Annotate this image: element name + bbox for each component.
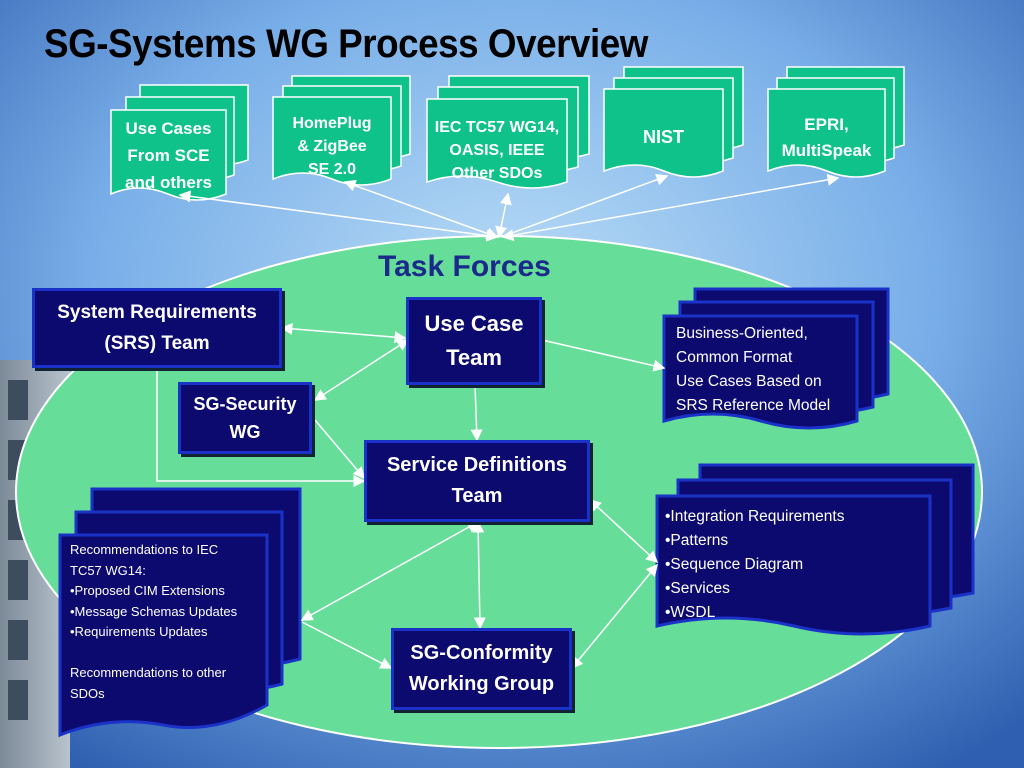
sdo-doc-stack-nist (603, 66, 744, 178)
doc-stack-integration (655, 463, 975, 636)
sdo-doc-stack-epri (767, 66, 905, 178)
business-doc-text: Business-Oriented, Common Format Use Cas… (676, 325, 831, 414)
sdo-label-nist: NIST (642, 127, 684, 147)
srs-team-box: System Requirements (SRS) Team (32, 288, 282, 368)
recommendations-doc-text: Recommendations to IEC TC57 WG14: •Propo… (70, 542, 238, 701)
doc-stack-recommendations (58, 487, 302, 738)
sg-security-box: SG-Security WG (178, 382, 312, 454)
task-forces-label: Task Forces (378, 250, 551, 283)
sdo-doc-stack-iec (426, 75, 590, 189)
service-definitions-team-box: Service Definitions Team (364, 440, 590, 522)
sdo-doc-stack-homeplug (272, 75, 411, 186)
sdo-doc-stack-use-cases (110, 84, 249, 201)
connectors (156, 173, 840, 670)
sdo-label-iec: IEC TC57 WG14, OASIS, IEEE Other SDOs (434, 119, 560, 182)
page-title: SG-Systems WG Process Overview (44, 22, 648, 66)
doc-stack-business (662, 287, 890, 430)
sg-conformity-box: SG-Conformity Working Group (391, 628, 572, 710)
sdo-label-epri: EPRI, MultiSpeak (781, 115, 872, 160)
sdo-label-use-cases: Use Cases From SCE and others (125, 119, 212, 192)
use-case-team-box: Use Case Team (406, 297, 542, 385)
sdo-label-homeplug: HomePlug & ZigBee SE 2.0 (292, 115, 372, 178)
integration-doc-text: •Integration Requirements •Patterns •Seq… (665, 508, 845, 621)
